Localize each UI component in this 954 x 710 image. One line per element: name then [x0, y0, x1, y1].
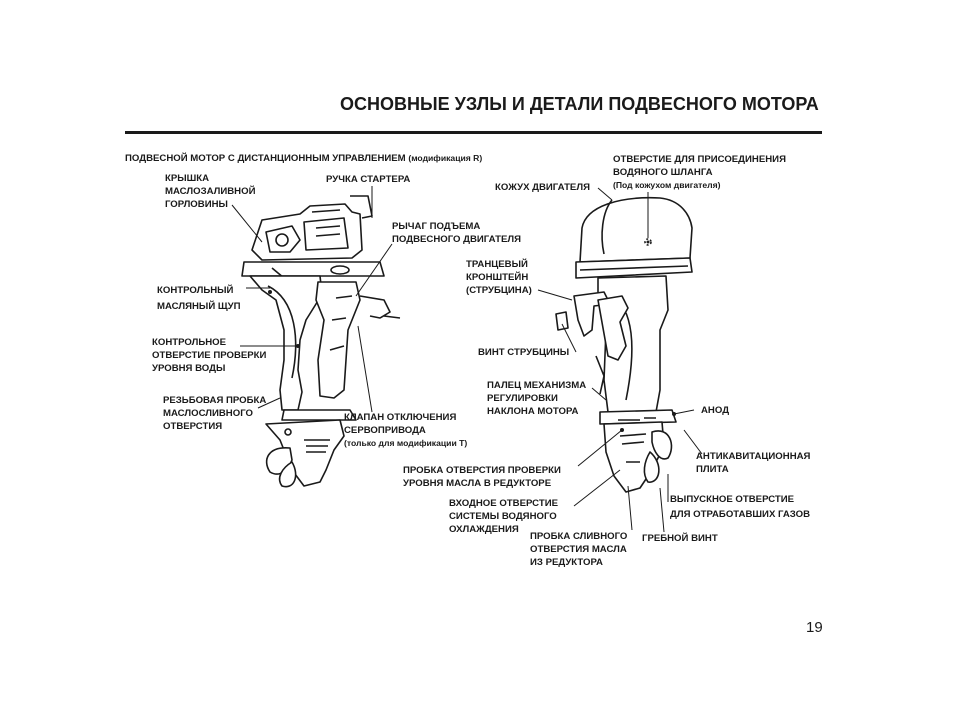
left-motor-heading-note: (модификация R) [408, 153, 483, 163]
right-motor-illustration [555, 196, 693, 493]
label-line: РЫЧАГ ПОДЪЕМА [392, 221, 481, 232]
label-line: СЕРВОПРИВОДА [344, 425, 426, 436]
label-water-check-hole: КОНТРОЛЬНОЕ ОТВЕРСТИЕ ПРОВЕРКИ УРОВНЯ ВО… [152, 336, 266, 375]
label-line: КОНТРОЛЬНЫЙ [157, 285, 234, 296]
label-water-intake: ВХОДНОЕ ОТВЕРСТИЕ СИСТЕМЫ ВОДЯНОГО ОХЛАЖ… [449, 497, 558, 536]
left-motor-heading-text: ПОДВЕСНОЙ МОТОР С ДИСТАНЦИОННЫМ УПРАВЛЕН… [125, 153, 406, 164]
label-engine-cover: КОЖУХ ДВИГАТЕЛЯ [495, 181, 590, 194]
label-servo-valve: КЛАПАН ОТКЛЮЧЕНИЯ СЕРВОПРИВОДА (только д… [344, 411, 467, 450]
label-line: МАСЛОЗАЛИВНОЙ [165, 186, 256, 197]
left-motor-heading: ПОДВЕСНОЙ МОТОР С ДИСТАНЦИОННЫМ УПРАВЛЕН… [125, 152, 482, 165]
label-propeller: ГРЕБНОЙ ВИНТ [642, 532, 718, 545]
label-tilt-pin: ПАЛЕЦ МЕХАНИЗМА РЕГУЛИРОВКИ НАКЛОНА МОТО… [487, 379, 586, 418]
label-line: НАКЛОНА МОТОРА [487, 406, 579, 417]
label-note: (только для модификации T) [344, 438, 468, 448]
label-line: ВЫПУСКНОЕ ОТВЕРСТИЕ [670, 494, 795, 505]
label-line: УРОВНЯ ВОДЫ [152, 363, 226, 374]
label-note: (Под кожухом двигателя) [613, 180, 721, 190]
label-line: КОЖУХ ДВИГАТЕЛЯ [495, 182, 590, 193]
label-line: ГОРЛОВИНЫ [165, 199, 228, 210]
label-line: ВИНТ СТРУБЦИНЫ [478, 347, 570, 358]
title-rule [125, 131, 822, 134]
label-line: ПАЛЕЦ МЕХАНИЗМА [487, 380, 587, 391]
label-clamp-screw: ВИНТ СТРУБЦИНЫ [478, 346, 569, 359]
page-title: ОСНОВНЫЕ УЗЛЫ И ДЕТАЛИ ПОДВЕСНОГО МОТОРА [340, 94, 819, 114]
label-line: КЛАПАН ОТКЛЮЧЕНИЯ [344, 412, 457, 423]
label-line: ТРАНЦЕВЫЙ [466, 259, 528, 270]
label-line: КОНТРОЛЬНОЕ [152, 337, 227, 348]
label-line: ОХЛАЖДЕНИЯ [449, 524, 519, 535]
label-anti-cavitation-plate: АНТИКАВИТАЦИОННАЯ ПЛИТА [696, 450, 810, 476]
label-line: РУЧКА СТАРТЕРА [326, 174, 411, 185]
label-line: ПЛИТА [696, 464, 729, 475]
label-stern-bracket: ТРАНЦЕВЫЙ КРОНШТЕЙН (СТРУБЦИНА) [466, 258, 532, 297]
label-line: (СТРУБЦИНА) [466, 285, 532, 296]
label-anode: АНОД [701, 404, 729, 417]
page-number: 19 [806, 619, 823, 636]
label-line: КРЫШКА [165, 173, 210, 184]
label-line: ОТВЕРСТИЕ ПРОВЕРКИ [152, 350, 267, 361]
label-line: ПРОБКА СЛИВНОГО [530, 531, 628, 542]
label-line: АНТИКАВИТАЦИОННАЯ [696, 451, 811, 462]
label-line: РЕЗЬБОВАЯ ПРОБКА [163, 395, 267, 406]
label-line: СИСТЕМЫ ВОДЯНОГО [449, 511, 557, 522]
label-line: ОТВЕРСТИЯ МАСЛА [530, 544, 627, 555]
label-tilt-lever: РЫЧАГ ПОДЪЕМА ПОДВЕСНОГО ДВИГАТЕЛЯ [392, 220, 521, 246]
label-line: РЕГУЛИРОВКИ [487, 393, 558, 404]
label-water-hose-port: ОТВЕРСТИЕ ДЛЯ ПРИСОЕДИНЕНИЯ ВОДЯНОГО ШЛА… [613, 153, 786, 192]
label-line: ПОДВЕСНОГО ДВИГАТЕЛЯ [392, 234, 521, 245]
label-starter-grip: РУЧКА СТАРТЕРА [326, 173, 410, 186]
label-line: ПРОБКА ОТВЕРСТИЯ ПРОВЕРКИ [403, 465, 561, 476]
label-line: МАСЛОСЛИВНОГО [163, 408, 253, 419]
label-exhaust-outlet: ВЫПУСКНОЕ ОТВЕРСТИЕ ДЛЯ ОТРАБОТАВШИХ ГАЗ… [670, 493, 810, 521]
label-line: ОТВЕРСТИЯ [163, 421, 223, 432]
label-line: УРОВНЯ МАСЛА В РЕДУКТОРЕ [403, 478, 552, 489]
label-line: АНОД [701, 405, 730, 416]
label-oil-dipstick: КОНТРОЛЬНЫЙ МАСЛЯНЫЙ ЩУП [157, 284, 241, 313]
label-gear-drain-plug: ПРОБКА СЛИВНОГО ОТВЕРСТИЯ МАСЛА ИЗ РЕДУК… [530, 530, 627, 569]
label-oil-filler-cap: КРЫШКА МАСЛОЗАЛИВНОЙ ГОРЛОВИНЫ [165, 172, 255, 211]
label-line: ИЗ РЕДУКТОРА [530, 557, 603, 568]
label-line: ДЛЯ ОТРАБОТАВШИХ ГАЗОВ [670, 509, 811, 520]
label-line: МАСЛЯНЫЙ ЩУП [157, 301, 241, 312]
label-oil-drain-plug: РЕЗЬБОВАЯ ПРОБКА МАСЛОСЛИВНОГО ОТВЕРСТИЯ [163, 394, 266, 433]
label-line: ГРЕБНОЙ ВИНТ [642, 533, 718, 544]
leader-lines [231, 186, 703, 533]
label-line: КРОНШТЕЙН [466, 272, 529, 283]
label-line: ВОДЯНОГО ШЛАНГА [613, 167, 713, 178]
label-line: ВХОДНОЕ ОТВЕРСТИЕ [449, 498, 558, 509]
label-gear-oil-level-plug: ПРОБКА ОТВЕРСТИЯ ПРОВЕРКИ УРОВНЯ МАСЛА В… [403, 464, 561, 490]
left-motor-illustration [241, 195, 401, 488]
leader-dots [268, 240, 676, 432]
label-line: ОТВЕРСТИЕ ДЛЯ ПРИСОЕДИНЕНИЯ [613, 154, 786, 165]
